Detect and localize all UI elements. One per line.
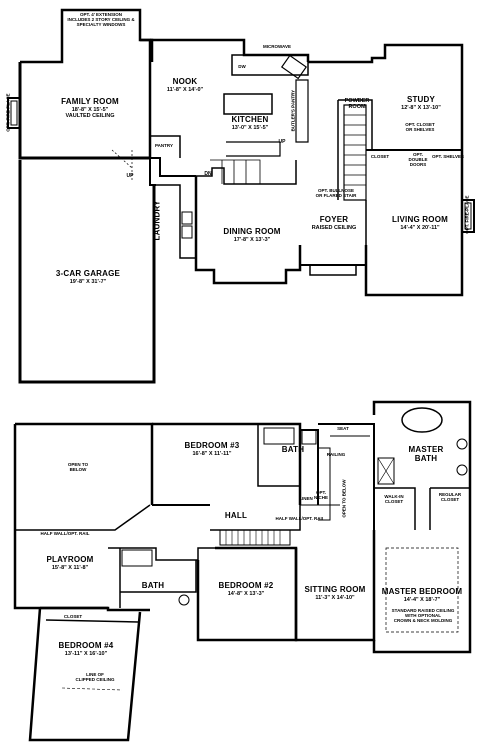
butlers-pantry-label: BUTLER'S PANTRY — [290, 89, 296, 132]
dining-room-name: DINING ROOM — [223, 227, 281, 236]
up-label-left: UP — [126, 173, 134, 179]
living-room-label: LIVING ROOM 14'-4" X 20'-11" — [380, 215, 460, 231]
microwave-label: MICROWAVE — [263, 44, 291, 49]
dining-room-label: DINING ROOM 17'-8" X 13'-3" — [214, 227, 290, 243]
living-room-dims: 14'-4" X 20'-11" — [400, 224, 440, 231]
study-label: STUDY 12'-8" X 13'-10" — [388, 95, 454, 111]
double-doors-note: OPT. DOUBLE DOORS — [408, 152, 428, 168]
second-floor-walls — [13, 400, 472, 742]
study-name: STUDY — [406, 95, 436, 104]
study-dims: 12'-8" X 13'-10" — [401, 104, 441, 111]
bedroom3-dims: 16'-8" X 11'-11" — [192, 450, 232, 457]
closet-label-first: CLOSET — [370, 154, 390, 159]
closet-label-second: CLOSET — [63, 614, 83, 619]
open-to-below-label: OPEN TO BELOW — [67, 462, 89, 473]
master-bedroom-note: STANDARD RAISED CEILING WITH OPTIONAL CR… — [391, 608, 455, 624]
first-floor-walls — [7, 8, 475, 384]
sitting-room-name: SITTING ROOM — [304, 585, 366, 594]
nook-name: NOOK — [172, 77, 198, 86]
dn-label: DN — [204, 171, 212, 177]
half-wall-rail-2-label: HALF WALL/OPT. RAIL — [275, 516, 325, 521]
bedroom2-dims: 14'-8" X 13'-3" — [227, 590, 265, 597]
extension-note: OPT. 4' EXTENSION INCLUDES 2 STORY CEILI… — [67, 12, 135, 28]
open-to-below-vertical-label: OPEN TO BELOW — [341, 479, 347, 518]
bedroom2-name: BEDROOM #2 — [218, 581, 274, 590]
nook-dims: 11'-8" X 14'-0" — [166, 86, 204, 93]
half-wall-rail-label: HALF WALL/OPT. RAIL — [40, 531, 90, 536]
kitchen-dims: 13'-0" X 15'-5" — [231, 124, 269, 131]
master-bedroom-name: MASTER BEDROOM — [381, 587, 463, 596]
kitchen-label: KITCHEN 13'-0" X 15'-5" — [214, 115, 286, 131]
bedroom4-name: BEDROOM #4 — [58, 641, 114, 650]
bedroom2-label: BEDROOM #2 14'-8" X 13'-3" — [206, 581, 286, 597]
fireplace-right-label: OPT. FIRE-PLACE — [464, 195, 470, 234]
foyer-label: FOYER RAISED CEILING — [308, 215, 360, 231]
bedroom3-name: BEDROOM #3 — [184, 441, 240, 450]
study-closet-note: OPT. CLOSET OR SHELVES — [405, 122, 435, 133]
opt-shelves-label: OPT. SHELVES — [432, 154, 464, 159]
linen-label: LINEN — [299, 496, 313, 501]
laundry-label: LAUNDRY — [152, 200, 162, 241]
clipped-ceiling-note: LINE OF CLIPPED CEILING — [75, 672, 115, 683]
hall-label: HALL — [224, 511, 248, 520]
walk-in-closet-label: WALK-IN CLOSET — [384, 494, 404, 505]
bedroom3-label: BEDROOM #3 16'-8" X 11'-11" — [172, 441, 252, 457]
powder-room-label: POWDER ROOM — [344, 98, 370, 111]
foyer-note: RAISED CEILING — [311, 224, 357, 231]
sitting-room-label: SITTING ROOM 11'-3" X 14'-10" — [300, 585, 370, 601]
stair-note: OPT. BULLNOSE OR FLARED STAIR — [315, 188, 357, 199]
living-room-name: LIVING ROOM — [392, 215, 448, 224]
foyer-name: FOYER — [319, 215, 349, 224]
opt-niche-label: OPT. NICHE — [313, 490, 328, 501]
bedroom4-label: BEDROOM #4 13'-11" X 16'-10" — [44, 641, 128, 657]
garage-label: 3-CAR GARAGE 19'-8" X 31'-7" — [38, 269, 138, 285]
railing-label: RAILING — [326, 452, 346, 457]
pantry-label: PANTRY — [155, 143, 173, 148]
master-bedroom-label: MASTER BEDROOM 14'-4" X 18'-7" — [376, 587, 468, 603]
dw-label: DW — [238, 64, 246, 69]
dining-room-dims: 17'-8" X 13'-3" — [233, 236, 271, 243]
seat-label: SEAT — [337, 426, 349, 431]
bath-lower-label: BATH — [141, 581, 165, 590]
family-room-dims: 18'-8" X 15'-5" — [71, 106, 109, 113]
up-label-kitchen: UP — [278, 139, 286, 145]
sitting-room-dims: 11'-3" X 14'-10" — [315, 594, 355, 601]
playroom-name: PLAYROOM — [46, 555, 94, 564]
playroom-label: PLAYROOM 15'-8" X 11'-8" — [30, 555, 110, 571]
regular-closet-label: REGULAR CLOSET — [438, 492, 462, 503]
fireplace-left-label: OPT. FIRE-PLACE — [5, 93, 11, 132]
garage-name: 3-CAR GARAGE — [55, 269, 121, 278]
family-room-note: VAULTED CEILING — [65, 112, 115, 119]
family-room-name: FAMILY ROOM — [61, 97, 119, 106]
master-bedroom-dims: 14'-4" X 18'-7" — [403, 596, 441, 603]
master-bath-label: MASTER BATH — [408, 445, 444, 463]
bath-upper-label: BATH — [281, 445, 305, 454]
kitchen-name: KITCHEN — [231, 115, 269, 124]
bedroom4-dims: 13'-11" X 16'-10" — [64, 650, 108, 657]
garage-dims: 19'-8" X 31'-7" — [69, 278, 107, 285]
nook-label: NOOK 11'-8" X 14'-0" — [152, 77, 218, 93]
family-room-label: FAMILY ROOM 18'-8" X 15'-5" VAULTED CEIL… — [35, 97, 145, 119]
playroom-dims: 15'-8" X 11'-8" — [51, 564, 89, 571]
